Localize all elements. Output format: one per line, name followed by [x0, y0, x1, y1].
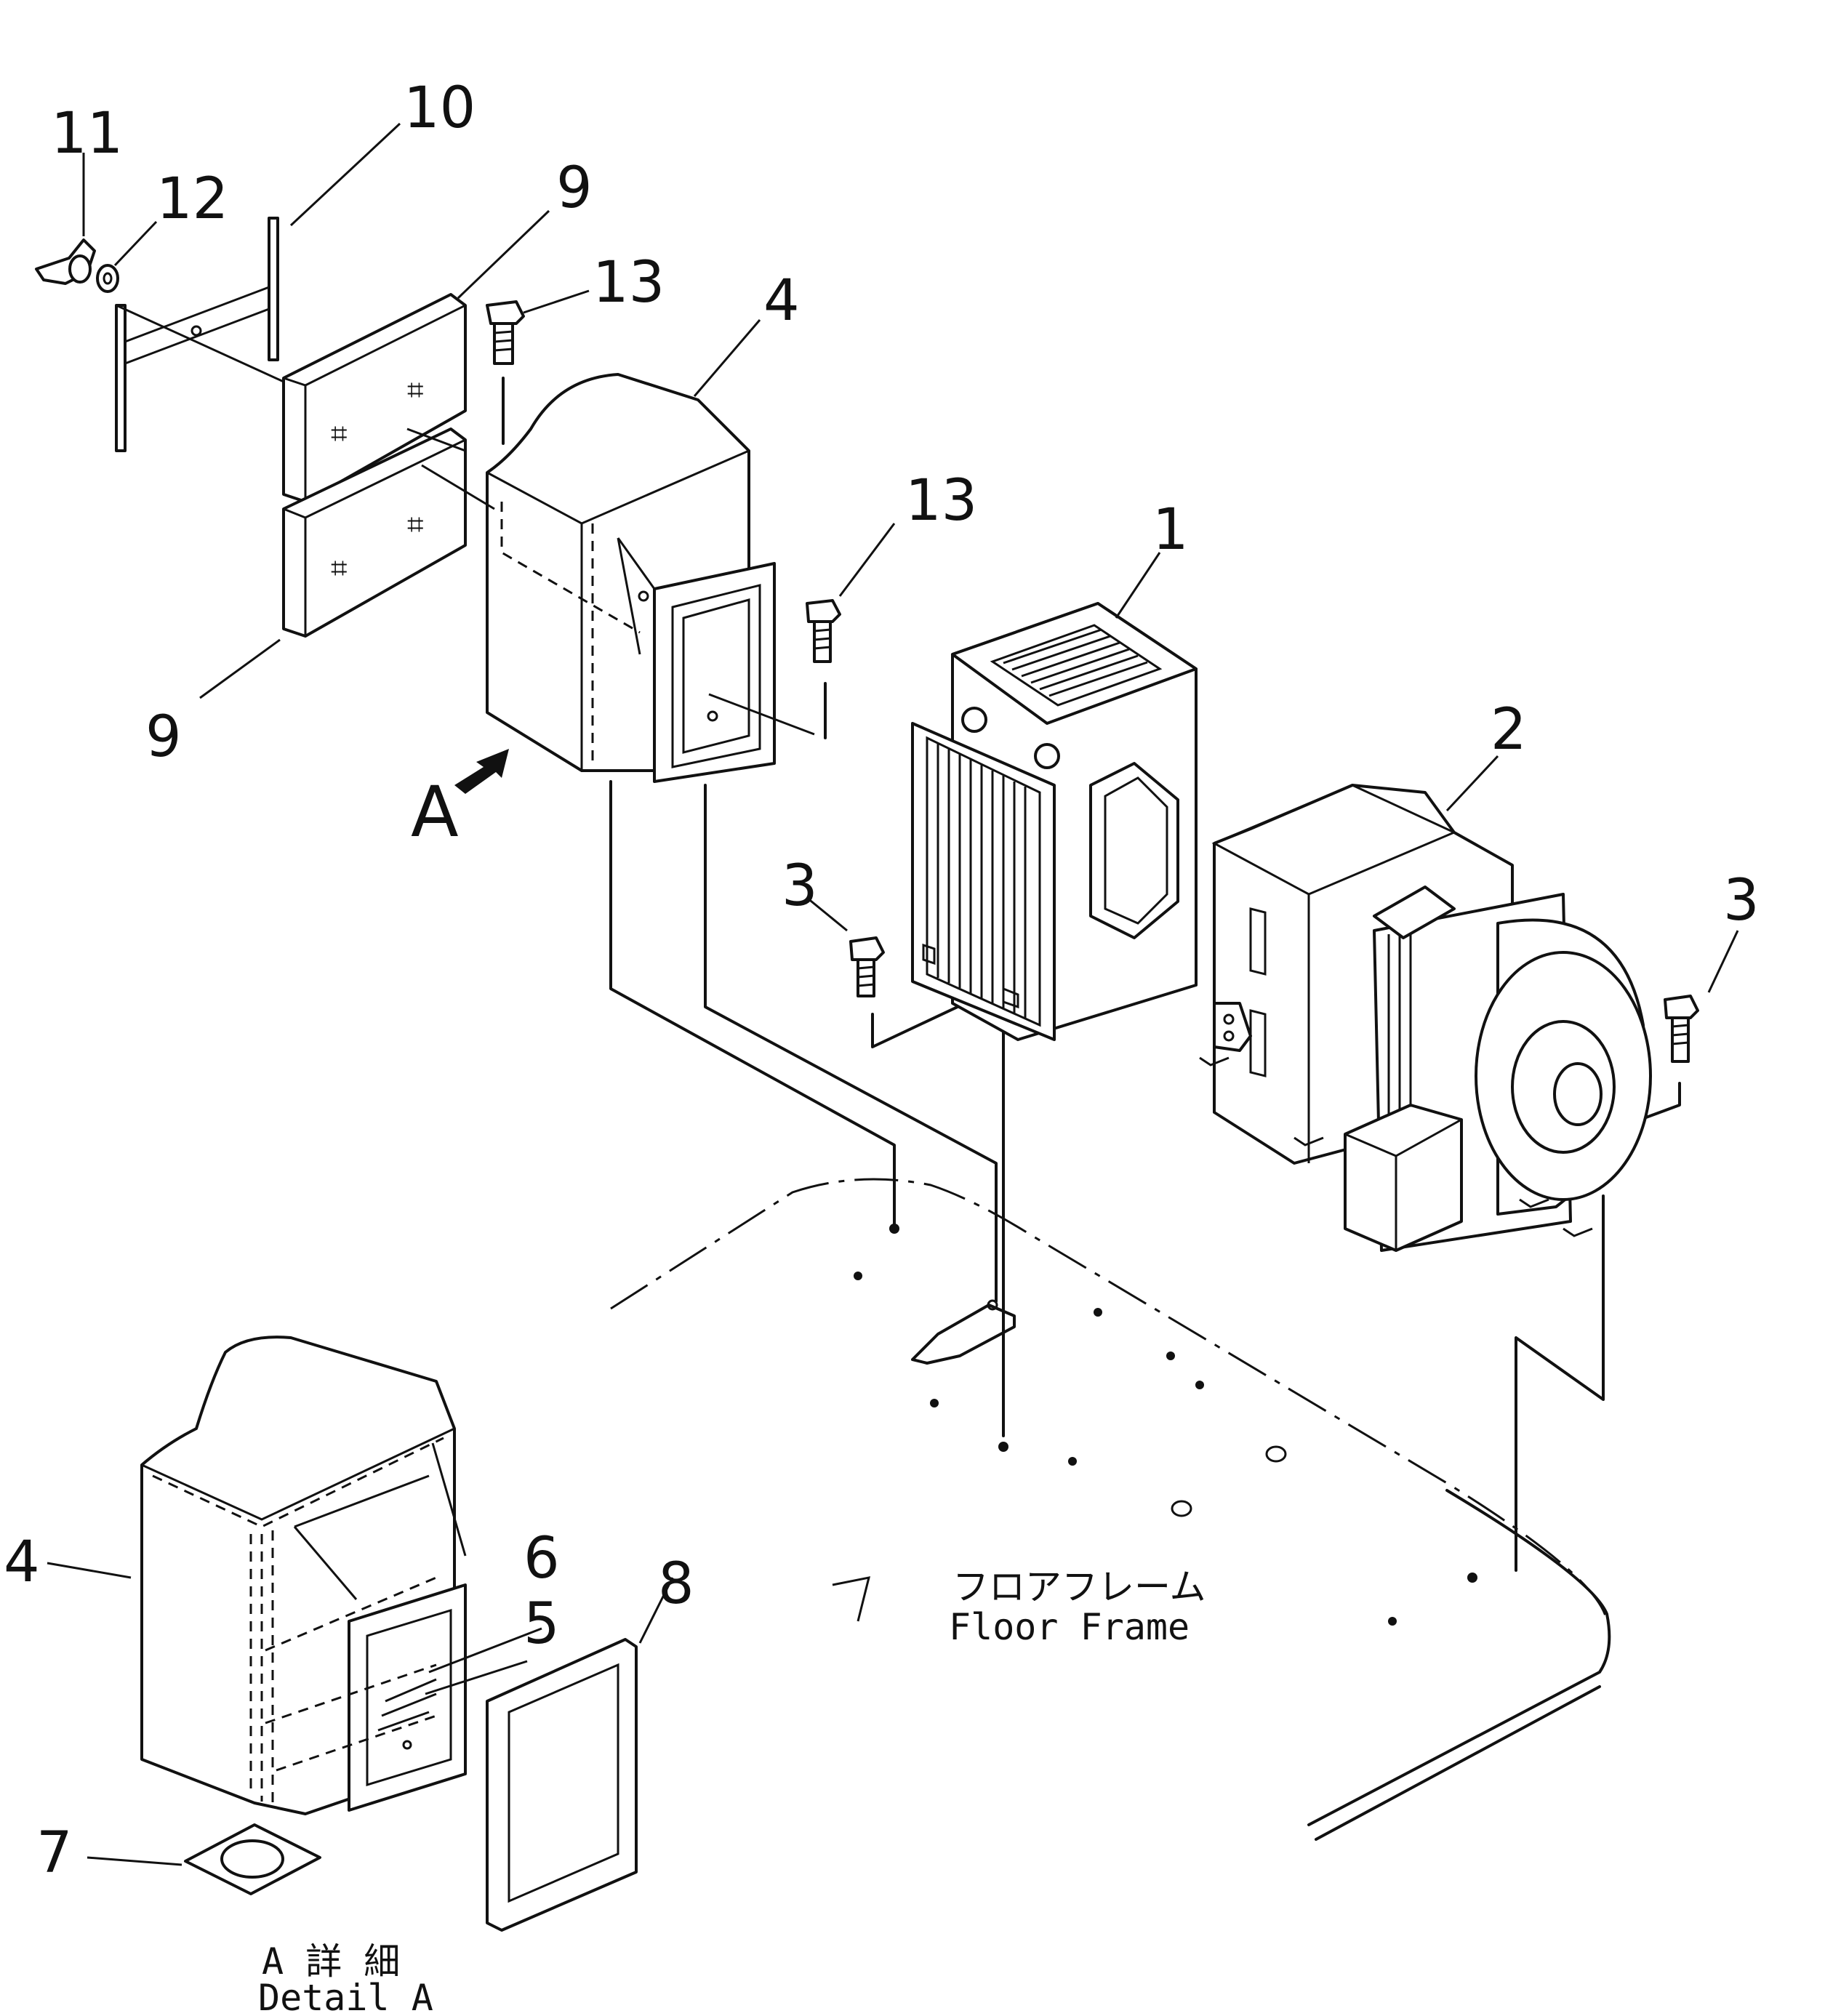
washer-icon: [96, 264, 119, 293]
floor-frame-outline: [610, 1178, 1611, 1841]
callout-10: 10: [404, 76, 476, 141]
bolt-icon: [849, 936, 885, 997]
svg-text:⌗: ⌗: [331, 417, 348, 451]
floor-frame-label-en: Floor Frame: [949, 1606, 1190, 1648]
view-marker-a: A: [411, 771, 459, 853]
svg-text:⌗: ⌗: [407, 508, 424, 542]
callout-7: 7: [36, 1820, 73, 1886]
filter-bracket: [115, 217, 495, 510]
callout-13-lower: 13: [905, 468, 977, 534]
filter-upper: ⌗ ⌗: [282, 293, 467, 503]
detail-a-frame: [486, 1638, 638, 1932]
callout-3-left: 3: [782, 854, 818, 919]
assembly-guide-lines: [609, 780, 1681, 1572]
callout-9-upper: 9: [556, 156, 593, 221]
detail-caption-jp: A 詳 細: [262, 1940, 400, 1983]
callout-8: 8: [658, 1551, 694, 1617]
bolt-icon: [1664, 995, 1699, 1063]
bolt-icon: [486, 300, 525, 445]
filter-lower: ⌗ ⌗: [282, 427, 467, 638]
detail-caption-en: Detail A: [258, 1977, 433, 2016]
callout-9-lower: 9: [145, 704, 182, 770]
duct-housing: [486, 373, 815, 783]
floor-frame-label-jp: フロアフレーム: [952, 1566, 1206, 1608]
callout-3-right: 3: [1723, 868, 1760, 933]
svg-text:⌗: ⌗: [331, 552, 348, 585]
callout-11: 11: [51, 101, 123, 166]
heater-unit: [911, 602, 1198, 1041]
callout-6: 6: [524, 1526, 560, 1591]
svg-text:⌗: ⌗: [407, 374, 424, 407]
callout-2: 2: [1491, 697, 1527, 763]
callout-4-upper: 4: [763, 268, 800, 334]
callout-leaders: [47, 122, 1739, 1866]
detail-a-gasket: [184, 1823, 321, 1895]
callout-5: 5: [524, 1591, 560, 1657]
callout-13-upper: 13: [593, 250, 665, 316]
blower-unit: [1199, 784, 1652, 1252]
detail-a-duct: [140, 1336, 467, 1815]
arrow-icon: [454, 749, 509, 794]
callout-12: 12: [156, 166, 228, 232]
bolt-icon: [806, 599, 841, 739]
callout-1: 1: [1152, 497, 1189, 563]
wing-nut-icon: [35, 238, 96, 285]
callout-4-detail: 4: [4, 1530, 40, 1595]
